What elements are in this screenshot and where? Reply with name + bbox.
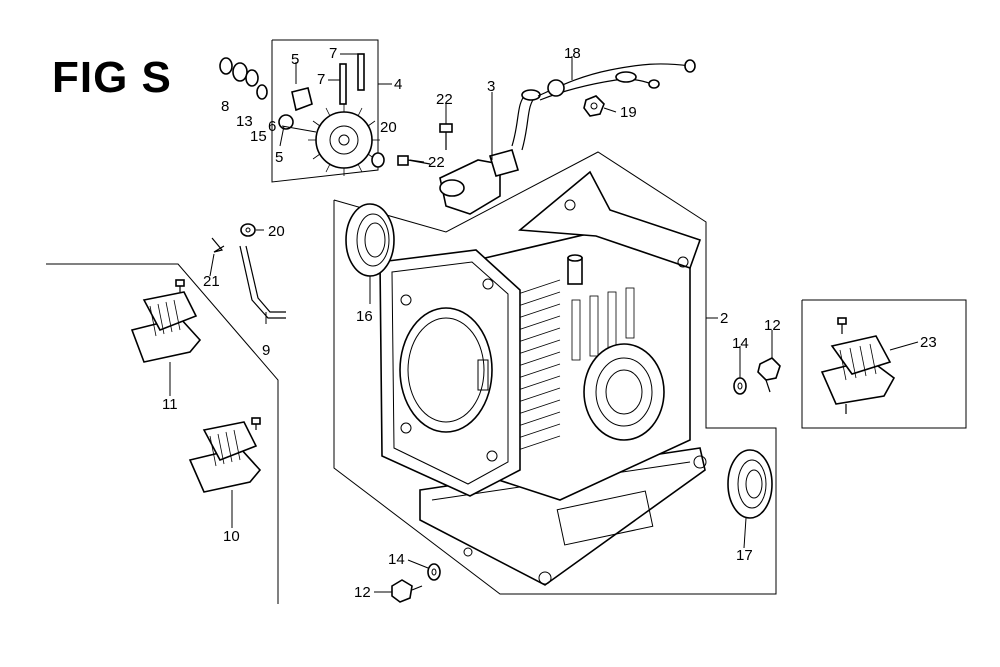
- oil-pump-shaft-7: [339, 53, 365, 105]
- nut-19: [583, 95, 605, 117]
- callout-20-upper: 20: [380, 119, 397, 136]
- rod-9: [239, 245, 286, 319]
- callout-17: 17: [736, 547, 753, 564]
- engine-mount-11: [130, 279, 202, 363]
- washer-20-upper: [371, 152, 385, 168]
- washer-14-right: [733, 377, 747, 395]
- callout-6: 6: [268, 118, 276, 135]
- callout-8: 8: [221, 98, 229, 115]
- leader-lines: [169, 53, 919, 593]
- callout-labels: 2 3 4 5 5 6 7 7 8 9 10 11 12 12 13 14 14…: [162, 45, 937, 601]
- callout-15: 15: [250, 128, 267, 145]
- callout-4: 4: [394, 76, 402, 93]
- callout-19: 19: [620, 104, 637, 121]
- callout-12-right: 12: [764, 317, 781, 334]
- callout-12-bottom: 12: [354, 584, 371, 601]
- bolt-12-bottom: [391, 579, 423, 603]
- callout-7-upper: 7: [329, 45, 337, 62]
- oil-pump-gear-6: [308, 104, 380, 176]
- callout-22-upper: 22: [436, 91, 453, 108]
- callout-5-upper: 5: [291, 51, 299, 68]
- bolt-12-right: [757, 357, 781, 393]
- callout-10: 10: [223, 528, 240, 545]
- callout-3: 3: [487, 78, 495, 95]
- callout-22-lower: 22: [428, 154, 445, 171]
- engine-mount-23: [820, 317, 896, 414]
- callout-14-right: 14: [732, 335, 749, 352]
- bolt-22-upper: [439, 123, 453, 150]
- callout-5-lower: 5: [275, 149, 283, 166]
- callout-23: 23: [920, 334, 937, 351]
- clip-21: [211, 237, 225, 253]
- callout-7-lower: 7: [317, 71, 325, 88]
- figure-title: FIG S: [52, 53, 172, 102]
- group-boundaries: [46, 39, 967, 604]
- oil-seal-17: [727, 449, 773, 519]
- ball-bearing-16: [345, 203, 395, 277]
- washer-14-bottom: [427, 563, 441, 581]
- callout-14-bottom: 14: [388, 551, 405, 568]
- washer-20-lower: [240, 223, 256, 237]
- small-parts-8-13-15: [219, 57, 268, 100]
- callout-20-lower: 20: [268, 223, 285, 240]
- callout-9: 9: [262, 342, 270, 359]
- cylinder-face: [379, 249, 521, 497]
- oil-sensor-wire-18: [537, 59, 696, 101]
- callout-13: 13: [236, 113, 253, 130]
- callout-11: 11: [162, 396, 178, 413]
- callout-16: 16: [356, 308, 373, 325]
- callout-21: 21: [203, 273, 220, 290]
- callout-18: 18: [564, 45, 581, 62]
- engine-mount-10: [188, 417, 262, 493]
- governor-parts-5: [278, 87, 313, 130]
- breather-tube-3: [439, 89, 541, 215]
- callout-2: 2: [720, 310, 728, 327]
